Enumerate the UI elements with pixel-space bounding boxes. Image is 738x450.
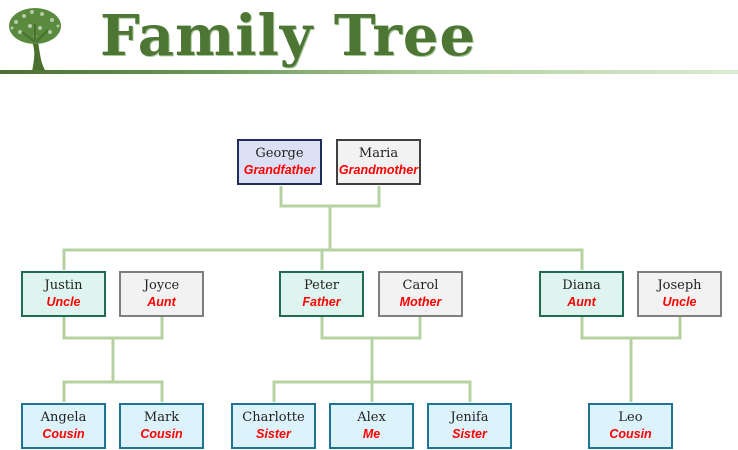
person-name: Jenifa: [450, 410, 489, 425]
person-name: Mark: [143, 410, 180, 425]
person-name: George: [255, 146, 304, 161]
person-card-justin[interactable]: Justin Uncle: [21, 271, 106, 317]
header-divider: [0, 70, 738, 74]
person-role: Sister: [256, 427, 291, 441]
person-name: Alex: [357, 410, 386, 425]
person-role: Uncle: [662, 295, 697, 309]
person-role: Aunt: [147, 295, 176, 309]
tree-icon: [9, 8, 61, 72]
person-card-joseph[interactable]: Joseph Uncle: [637, 271, 722, 317]
person-role: Cousin: [42, 427, 85, 441]
person-card-joyce[interactable]: Joyce Aunt: [119, 271, 204, 317]
person-name: Maria: [358, 146, 399, 161]
person-role: Sister: [452, 427, 487, 441]
person-card-maria[interactable]: Maria Grandmother: [336, 139, 421, 185]
person-card-leo[interactable]: Leo Cousin: [588, 403, 673, 449]
person-name: Peter: [304, 278, 339, 293]
person-card-jenifa[interactable]: Jenifa Sister: [427, 403, 512, 449]
person-card-george[interactable]: George Grandfather: [237, 139, 322, 185]
person-name: Joyce: [143, 278, 180, 293]
person-name: Leo: [618, 410, 643, 425]
person-role: Cousin: [609, 427, 652, 441]
header: Family Tree: [0, 0, 738, 76]
person-name: Justin: [44, 278, 83, 293]
person-card-mark[interactable]: Mark Cousin: [119, 403, 204, 449]
page-title: Family Tree: [100, 3, 477, 69]
person-card-peter[interactable]: Peter Father: [279, 271, 364, 317]
person-name: Diana: [562, 278, 601, 293]
person-name: Angela: [40, 410, 87, 425]
person-name: Joseph: [657, 278, 702, 293]
person-card-carol[interactable]: Carol Mother: [378, 271, 463, 317]
person-card-alex[interactable]: Alex Me: [329, 403, 414, 449]
person-role: Uncle: [46, 295, 81, 309]
person-card-charlotte[interactable]: Charlotte Sister: [231, 403, 316, 449]
person-role: Me: [362, 427, 381, 441]
person-name: Carol: [402, 278, 439, 293]
person-role: Cousin: [140, 427, 183, 441]
person-role: Aunt: [567, 295, 596, 309]
person-name: Charlotte: [242, 410, 305, 425]
person-role: Father: [302, 295, 341, 309]
person-card-diana[interactable]: Diana Aunt: [539, 271, 624, 317]
person-card-angela[interactable]: Angela Cousin: [21, 403, 106, 449]
person-role: Mother: [399, 295, 442, 309]
person-role: Grandfather: [243, 163, 316, 177]
person-role: Grandmother: [338, 163, 419, 177]
